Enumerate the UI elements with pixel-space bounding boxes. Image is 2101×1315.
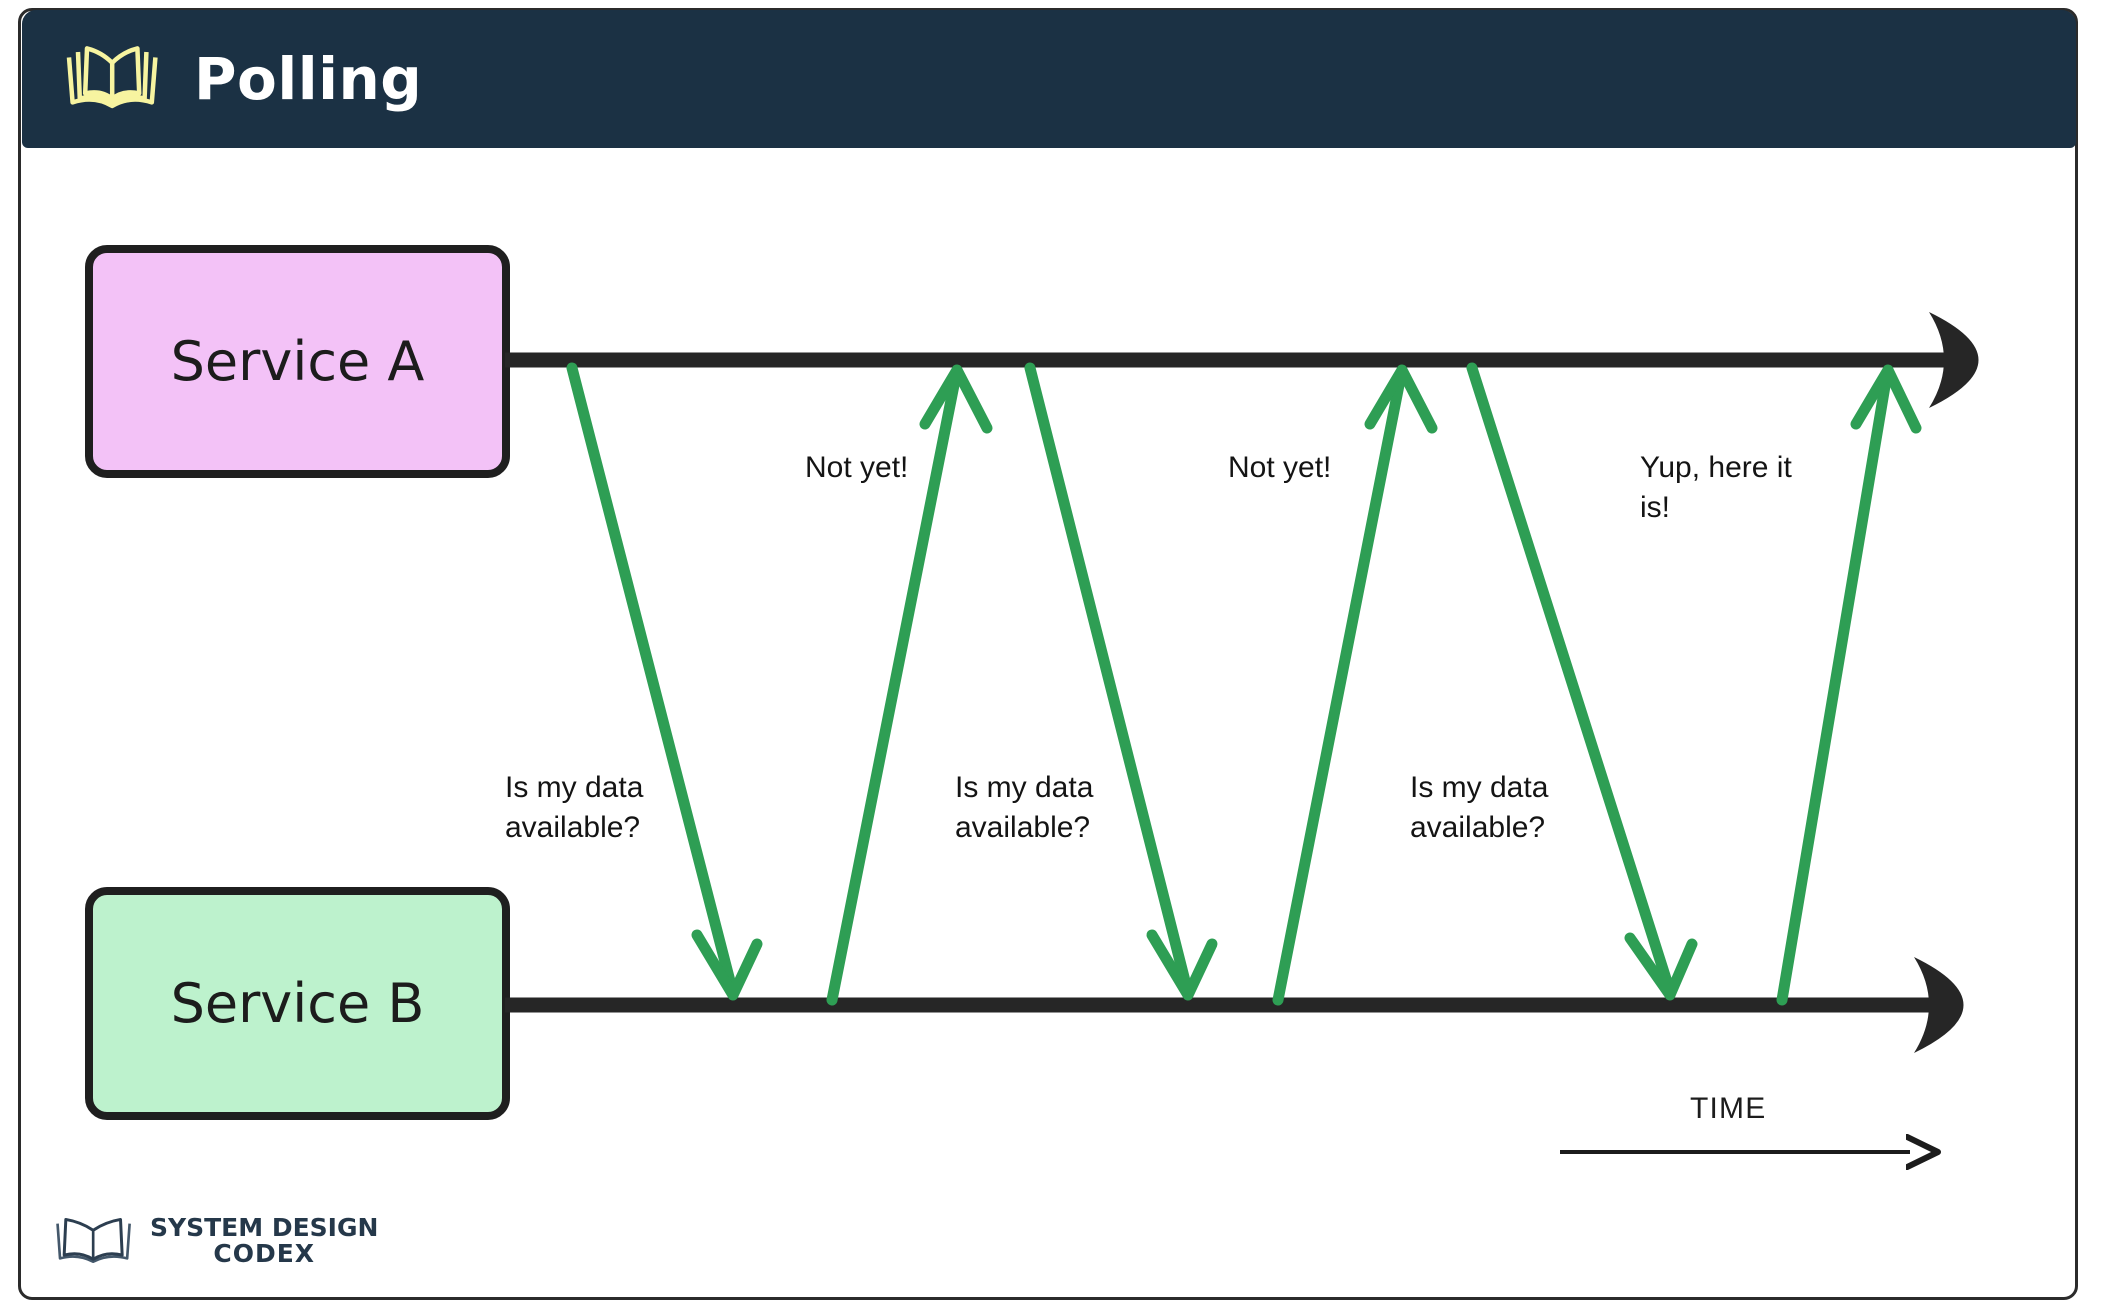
brand-line-2: CODEX — [213, 1239, 316, 1268]
message-label-3: Is my data available? — [955, 771, 1094, 844]
participant-service-a[interactable]: Service A — [85, 245, 510, 478]
header-bar: Polling — [22, 10, 2076, 148]
message-label-6: Yup, here it is! — [1640, 451, 1792, 524]
brand-line-1: SYSTEM DESIGN — [150, 1212, 379, 1242]
page-title: Polling — [194, 45, 423, 113]
time-axis-label: TIME — [1690, 1092, 1767, 1125]
participant-service-b-label: Service B — [170, 972, 425, 1035]
brand-text: SYSTEM DESIGN CODEX — [150, 1212, 379, 1268]
open-book-icon — [60, 41, 168, 117]
participant-service-a-label: Service A — [170, 330, 425, 393]
message-label-2: Not yet! — [805, 451, 909, 484]
message-label-4: Not yet! — [1228, 451, 1332, 484]
open-book-icon — [52, 1212, 136, 1270]
message-label-5: Is my data available? — [1410, 771, 1549, 844]
message-label-1: Is my data available? — [505, 771, 644, 844]
participant-service-b[interactable]: Service B — [85, 887, 510, 1120]
brand-logo: SYSTEM DESIGN CODEX — [52, 1212, 378, 1270]
